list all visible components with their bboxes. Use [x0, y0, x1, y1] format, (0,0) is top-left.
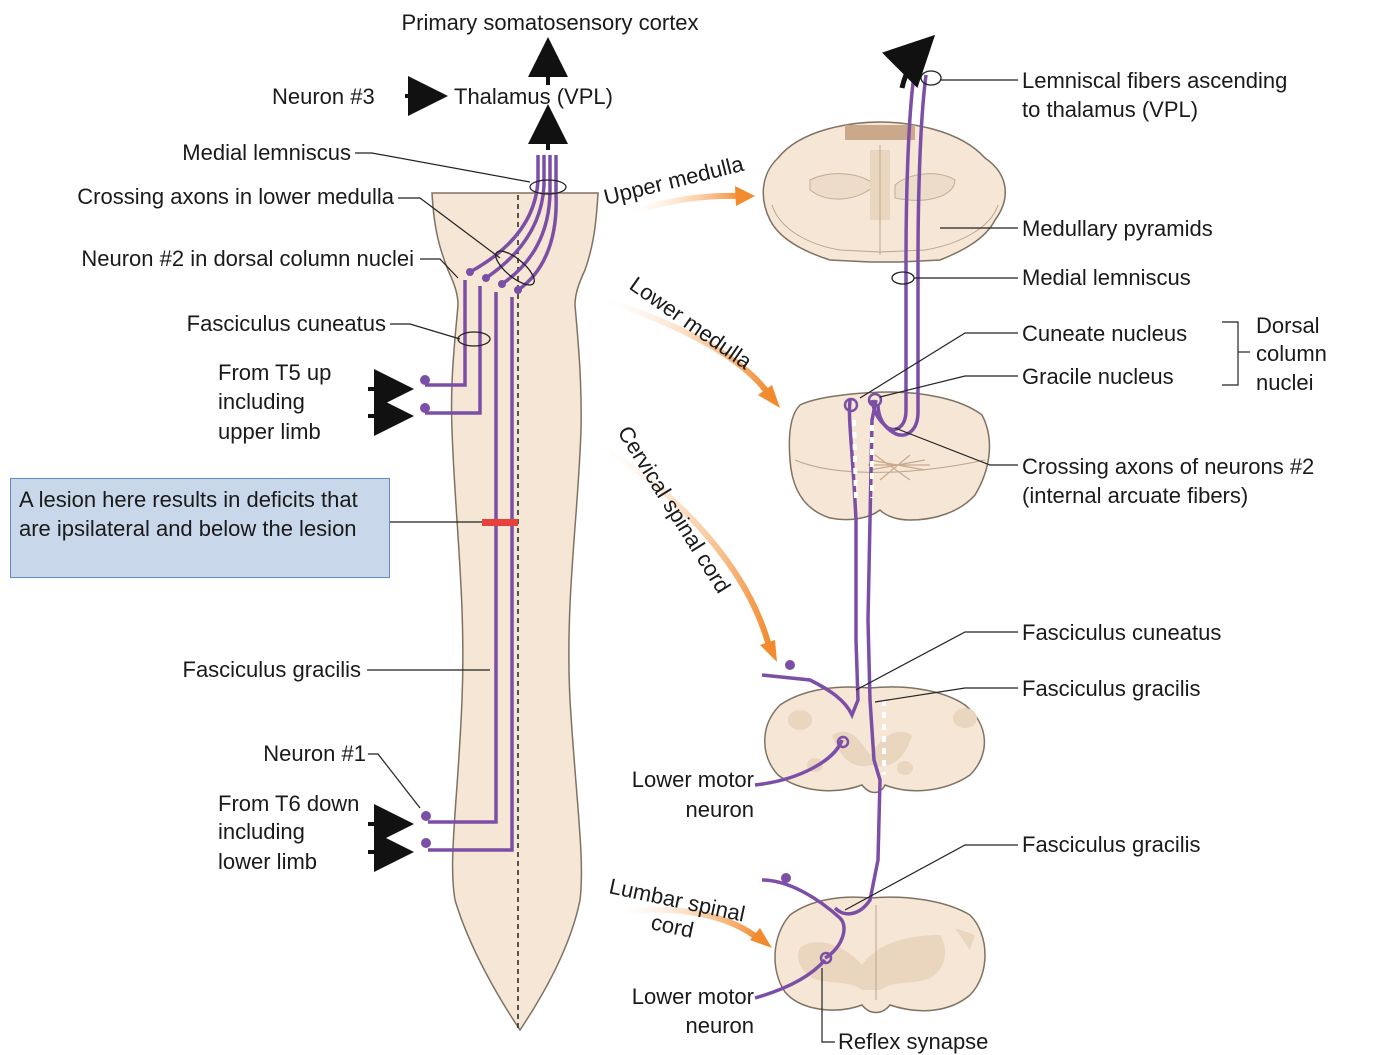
label-medial-lemniscus-left: Medial lemniscus — [182, 140, 351, 165]
label-cervical-spinal-cord: Cervical spinal cord — [613, 421, 736, 597]
label-cuneate-nucleus: Cuneate nucleus — [1022, 321, 1187, 346]
lesion-mark — [482, 519, 518, 526]
label-lower-motor-neuron2-line1: Lower motor — [632, 984, 754, 1009]
spinal-cord-outline — [432, 193, 598, 1030]
label-thalamus: Thalamus (VPL) — [454, 84, 613, 109]
lesion-note-text: A lesion here results in deficits that a… — [19, 487, 358, 541]
label-crossing-axons-neurons2-line2: (internal arcuate fibers) — [1022, 483, 1248, 508]
label-fasciculus-cuneatus-right: Fasciculus cuneatus — [1022, 620, 1221, 645]
label-lower-motor-neuron1-line1: Lower motor — [632, 767, 754, 792]
label-medullary-pyramids: Medullary pyramids — [1022, 216, 1213, 241]
label-neuron3: Neuron #3 — [272, 84, 375, 109]
label-neuron2: Neuron #2 in dorsal column nuclei — [81, 246, 414, 271]
medial-lemniscus-marker — [530, 180, 566, 194]
label-fasciculus-gracilis-right2: Fasciculus gracilis — [1022, 832, 1201, 857]
label-from-t6-line3: lower limb — [218, 849, 317, 874]
label-from-t6-line1: From T6 down — [218, 791, 359, 816]
label-crossing-axons-neurons2-line1: Crossing axons of neurons #2 — [1022, 454, 1314, 479]
upper-medulla-section — [763, 122, 1005, 262]
label-cortex: Primary somatosensory cortex — [401, 10, 698, 35]
label-fasciculus-cuneatus-left: Fasciculus cuneatus — [187, 311, 386, 336]
label-reflex-synapse: Reflex synapse — [838, 1029, 988, 1054]
medial-lemniscus-right-marker — [892, 272, 914, 284]
lesion-note-box: A lesion here results in deficits that a… — [10, 478, 390, 578]
label-medial-lemniscus-right: Medial lemniscus — [1022, 265, 1191, 290]
lumbar-cord-section — [775, 897, 985, 1012]
label-fasciculus-gracilis-left: Fasciculus gracilis — [183, 657, 362, 682]
label-dorsal-column-nuclei-line3: nuclei — [1256, 370, 1313, 395]
label-lemniscal-fibers-line1: Lemniscal fibers ascending — [1022, 68, 1287, 93]
label-lower-motor-neuron2-line2: neuron — [685, 1013, 754, 1038]
label-dorsal-column-nuclei-line1: Dorsal — [1256, 313, 1320, 338]
label-dorsal-column-nuclei-line2: column — [1256, 341, 1327, 366]
label-lemniscal-fibers-line2: to thalamus (VPL) — [1022, 97, 1198, 122]
label-from-t6-line2: including — [218, 819, 305, 844]
label-from-t5-line2: including — [218, 389, 305, 414]
label-crossing-axons-lower-medulla: Crossing axons in lower medulla — [77, 184, 394, 209]
label-neuron1: Neuron #1 — [263, 741, 366, 766]
label-lower-motor-neuron1-line2: neuron — [685, 797, 754, 822]
label-fasciculus-gracilis-right1: Fasciculus gracilis — [1022, 676, 1201, 701]
label-lower-medulla: Lower medulla — [625, 272, 757, 375]
label-from-t5-line1: From T5 up — [218, 360, 331, 385]
label-from-t5-line3: upper limb — [218, 419, 321, 444]
label-gracile-nucleus: Gracile nucleus — [1022, 364, 1174, 389]
orange-arrowheads — [735, 186, 780, 948]
lower-medulla-section — [789, 392, 989, 520]
